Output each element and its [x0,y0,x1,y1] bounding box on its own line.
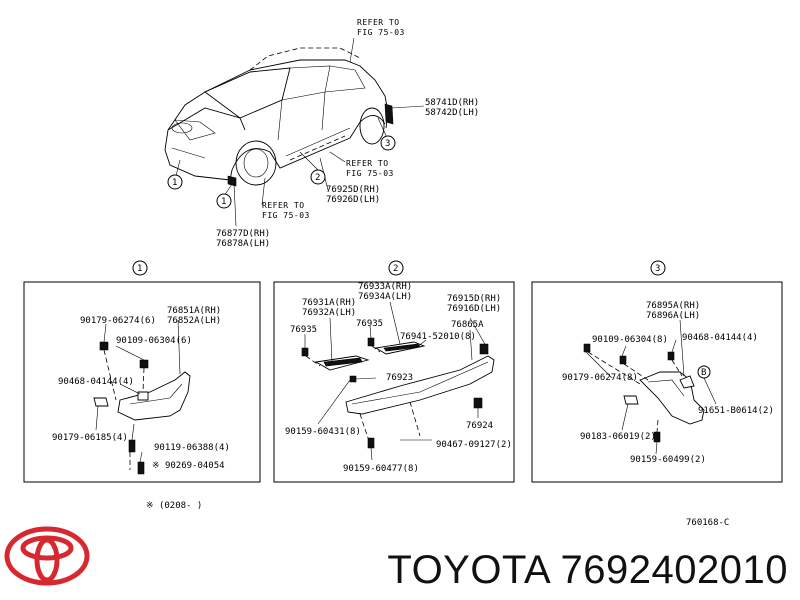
panel-2-label-b-rh: 76931A(RH) [302,298,356,308]
part-front-rh: 76877D(RH) [216,229,270,239]
part-front-lh: 76878A(LH) [216,239,270,249]
panel-1: 1 76851A(RH) 76852A(LH) 90179-06274(6) 9… [23,260,261,483]
refer-low-line2: FIG 75-03 [262,211,310,220]
panel-1-number: 1 [137,264,142,274]
callout-1: 1 [167,174,183,190]
panel-3-label-f: 90159-60499(2) [630,455,706,465]
panel-3-label-rh: 76895A(RH) [646,301,700,311]
panel-3: 3 B 76895A(RH) 76896A(LH) 90109-06304(8)… [531,260,783,483]
brand-row: TOYOTA 7692402010 [0,520,800,600]
overview-leaders [175,37,425,227]
panel-2-label-c: 76935 [290,325,317,335]
panel-3-label-b: 90468-04144(4) [682,333,758,343]
panel-1-label-rh: 76851A(RH) [167,306,221,316]
footnote: ※ (0208- ) [146,501,202,511]
panel-2-label-a-rh: 76933A(RH) [358,282,412,292]
panel-2-label-f: 76865A [451,320,484,330]
car-overview [164,47,394,187]
panel-1-label-f: ※ 90269-04054 [152,461,225,471]
refer-mid-line2: FIG 75-03 [346,169,394,178]
panel-2-label-l: 90159-60477(8) [343,464,419,474]
panel-2: 2 76933A(RH) 76934A(LH) 76931A(RH) 7 [273,260,515,483]
panel-1-label-c: 90468-04144(4) [58,377,134,387]
callout-2: 2 [310,169,326,185]
refer-mid-line1: REFER TO [346,159,389,168]
panel-2-label-b-lh: 76932A(LH) [302,308,356,318]
callout-1b: 1 [216,193,232,209]
toyota-logo-icon [4,526,90,586]
panel-2-label-e-rh: 76915D(RH) [447,294,501,304]
panel-2-label-k: 90467-09127(2) [436,440,512,450]
panel-3-label-a: 90109-06304(8) [592,335,668,345]
panel-2-label-j: 90159-60431(8) [285,427,361,437]
panel-2-label-d: 76935 [356,319,383,329]
part-rear-rh: 58741D(RH) [425,98,479,108]
panel-2-label-i: 76924 [466,421,493,431]
panel-1-label-a: 90179-06274(6) [80,316,156,326]
callout-3: 3 [380,135,396,151]
brand-part-number: TOYOTA 7692402010 [387,548,788,592]
refer-top-line2: FIG 75-03 [357,28,405,37]
panel-2-label-e-lh: 76916D(LH) [447,304,501,314]
panel-2-number: 2 [393,264,398,274]
figure-code: 760168-C [686,518,729,528]
panel-1-label-d: 90179-06185(4) [52,433,128,443]
panel-1-label-b: 90109-06304(6) [116,336,192,346]
refer-low-line1: REFER TO [262,201,305,210]
panel-3-label-d: 91651-B0614(2) [698,406,774,416]
panel-2-label-g: 76941-52010(8) [400,332,476,342]
svg-text:3: 3 [385,139,390,149]
panel-3-label-c: 90179-06274(8) [562,373,638,383]
panel-1-label-e: 90119-06388(4) [154,443,230,453]
panel-3-label-e: 90183-06019(2) [580,432,656,442]
part-side-lh: 76926D(LH) [326,195,380,205]
part-side-rh: 76925D(RH) [326,185,380,195]
panel-3-marker-b: B [701,368,706,378]
svg-text:1: 1 [221,197,226,207]
panel-2-label-h: 76923 [386,373,413,383]
refer-top-line1: REFER TO [357,18,400,27]
part-rear-lh: 58742D(LH) [425,108,479,118]
panel-1-label-lh: 76852A(LH) [167,316,221,326]
panel-3-label-lh: 76896A(LH) [646,311,700,321]
panel-3-number: 3 [655,264,660,274]
panel-2-label-a-lh: 76934A(LH) [358,292,412,302]
svg-text:2: 2 [315,173,320,183]
svg-text:1: 1 [172,178,177,188]
